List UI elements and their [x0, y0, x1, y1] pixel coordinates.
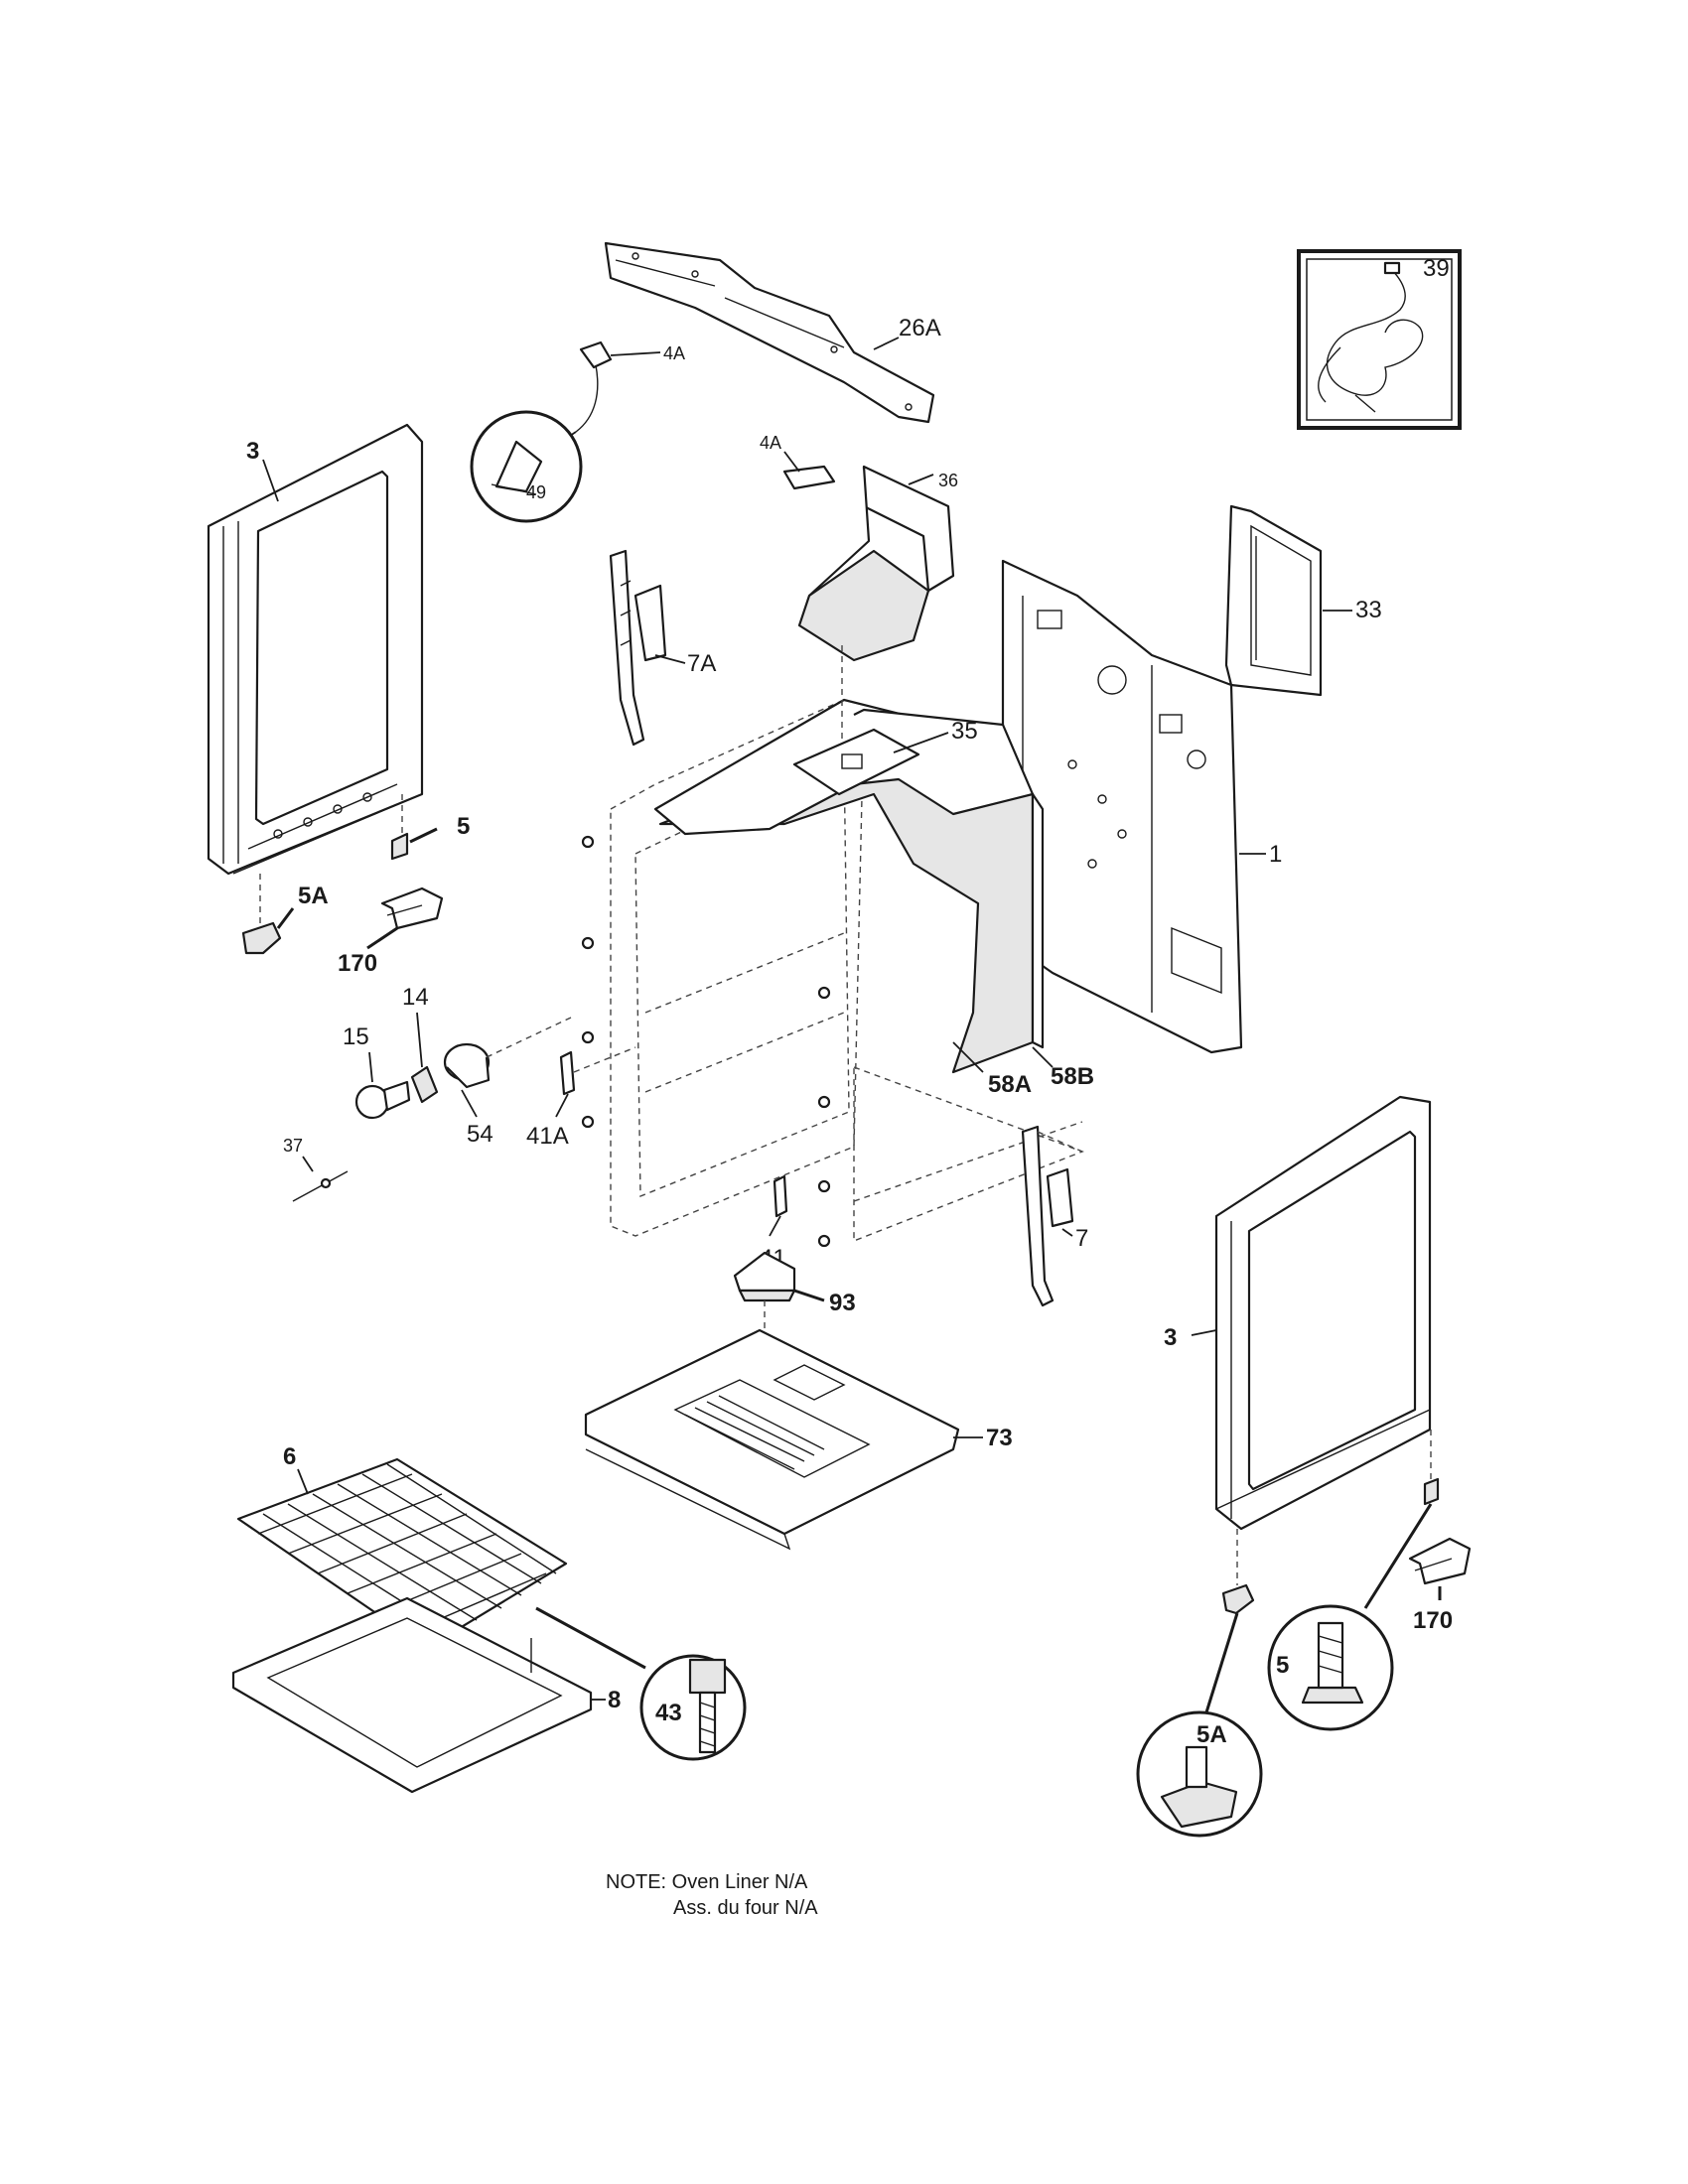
- label-5A-left: 5A: [298, 883, 329, 909]
- part-15-light-bulb: [354, 1080, 411, 1120]
- part-41-bracket: [773, 1174, 788, 1218]
- part-4A-sensor-top: [575, 341, 613, 433]
- part-37-probe: [292, 1170, 349, 1202]
- label-3-left: 3: [246, 438, 259, 465]
- part-7-door-hinge: [1021, 1125, 1083, 1307]
- label-58A: 58A: [988, 1071, 1032, 1098]
- label-4A-top: 4A: [663, 343, 685, 363]
- label-14: 14: [402, 984, 429, 1011]
- label-43: 43: [655, 1700, 682, 1726]
- label-4A-mid: 4A: [760, 433, 781, 453]
- callout-49: 49: [470, 410, 583, 523]
- part-93-cap: [733, 1251, 796, 1328]
- label-93: 93: [829, 1290, 856, 1316]
- label-3-right: 3: [1164, 1324, 1177, 1351]
- label-36: 36: [938, 471, 958, 490]
- part-5-left-leveling-leg: [390, 794, 409, 861]
- label-170-left: 170: [338, 950, 377, 977]
- label-33: 33: [1355, 597, 1382, 623]
- label-35: 35: [951, 718, 978, 745]
- callout-5A-right-bracket: 5A: [1136, 1710, 1263, 1838]
- part-14-socket: [410, 1065, 439, 1104]
- label-1: 1: [1269, 841, 1282, 868]
- part-73-bottom-plate: [584, 1328, 960, 1551]
- label-7A: 7A: [687, 650, 716, 677]
- screws-left: [581, 835, 831, 1248]
- part-33-rear-cover: [1224, 504, 1323, 697]
- callout-5-right-leg: 5: [1267, 1604, 1394, 1731]
- label-39: 39: [1423, 255, 1450, 282]
- part-3-right-side-panel: [1214, 1095, 1432, 1531]
- part-54-light-lens: [443, 1042, 491, 1089]
- label-7: 7: [1075, 1225, 1088, 1252]
- label-5-left: 5: [457, 813, 470, 840]
- label-26A: 26A: [899, 315, 941, 341]
- part-39-power-cord-box: [1297, 249, 1462, 430]
- part-41A-bracket: [559, 1046, 636, 1096]
- part-4A-sensor-mid: [782, 465, 836, 490]
- callout-43-screw: 43: [530, 1606, 747, 1761]
- part-5A-left-leg-bracket: [241, 874, 282, 955]
- label-8: 8: [608, 1687, 621, 1713]
- label-6: 6: [283, 1443, 296, 1470]
- label-41A: 41A: [526, 1123, 569, 1150]
- note-line-1: NOTE: Oven Liner N/A: [606, 1871, 808, 1893]
- part-7A-door-hinge: [609, 549, 667, 747]
- label-170-right: 170: [1413, 1607, 1453, 1634]
- part-170-left-anti-tip: [380, 887, 444, 930]
- label-58B: 58B: [1051, 1063, 1094, 1090]
- label-5A-right: 5A: [1196, 1721, 1227, 1748]
- part-35-vent-plate: [792, 728, 920, 796]
- label-73: 73: [986, 1425, 1013, 1451]
- part-170-right-anti-tip: [1408, 1537, 1472, 1585]
- part-5A-right-leg-bracket-small: [1221, 1529, 1255, 1615]
- label-5-right: 5: [1276, 1652, 1289, 1679]
- part-36-vent-chute: [797, 465, 955, 662]
- note-text: NOTE: Oven Liner N/A Ass. du four N/A: [606, 1869, 818, 1921]
- label-15: 15: [343, 1024, 369, 1050]
- label-49: 49: [526, 482, 546, 502]
- part-3-left-side-panel: [207, 423, 424, 876]
- label-37: 37: [283, 1136, 303, 1156]
- part-5-right-leveling-leg-small: [1423, 1430, 1440, 1506]
- part-26A-top-bracket: [604, 241, 935, 424]
- note-line-2: Ass. du four N/A: [673, 1897, 818, 1919]
- part-6-oven-rack: [236, 1457, 568, 1650]
- label-54: 54: [467, 1121, 493, 1148]
- part-8-broil-pan: [231, 1596, 593, 1794]
